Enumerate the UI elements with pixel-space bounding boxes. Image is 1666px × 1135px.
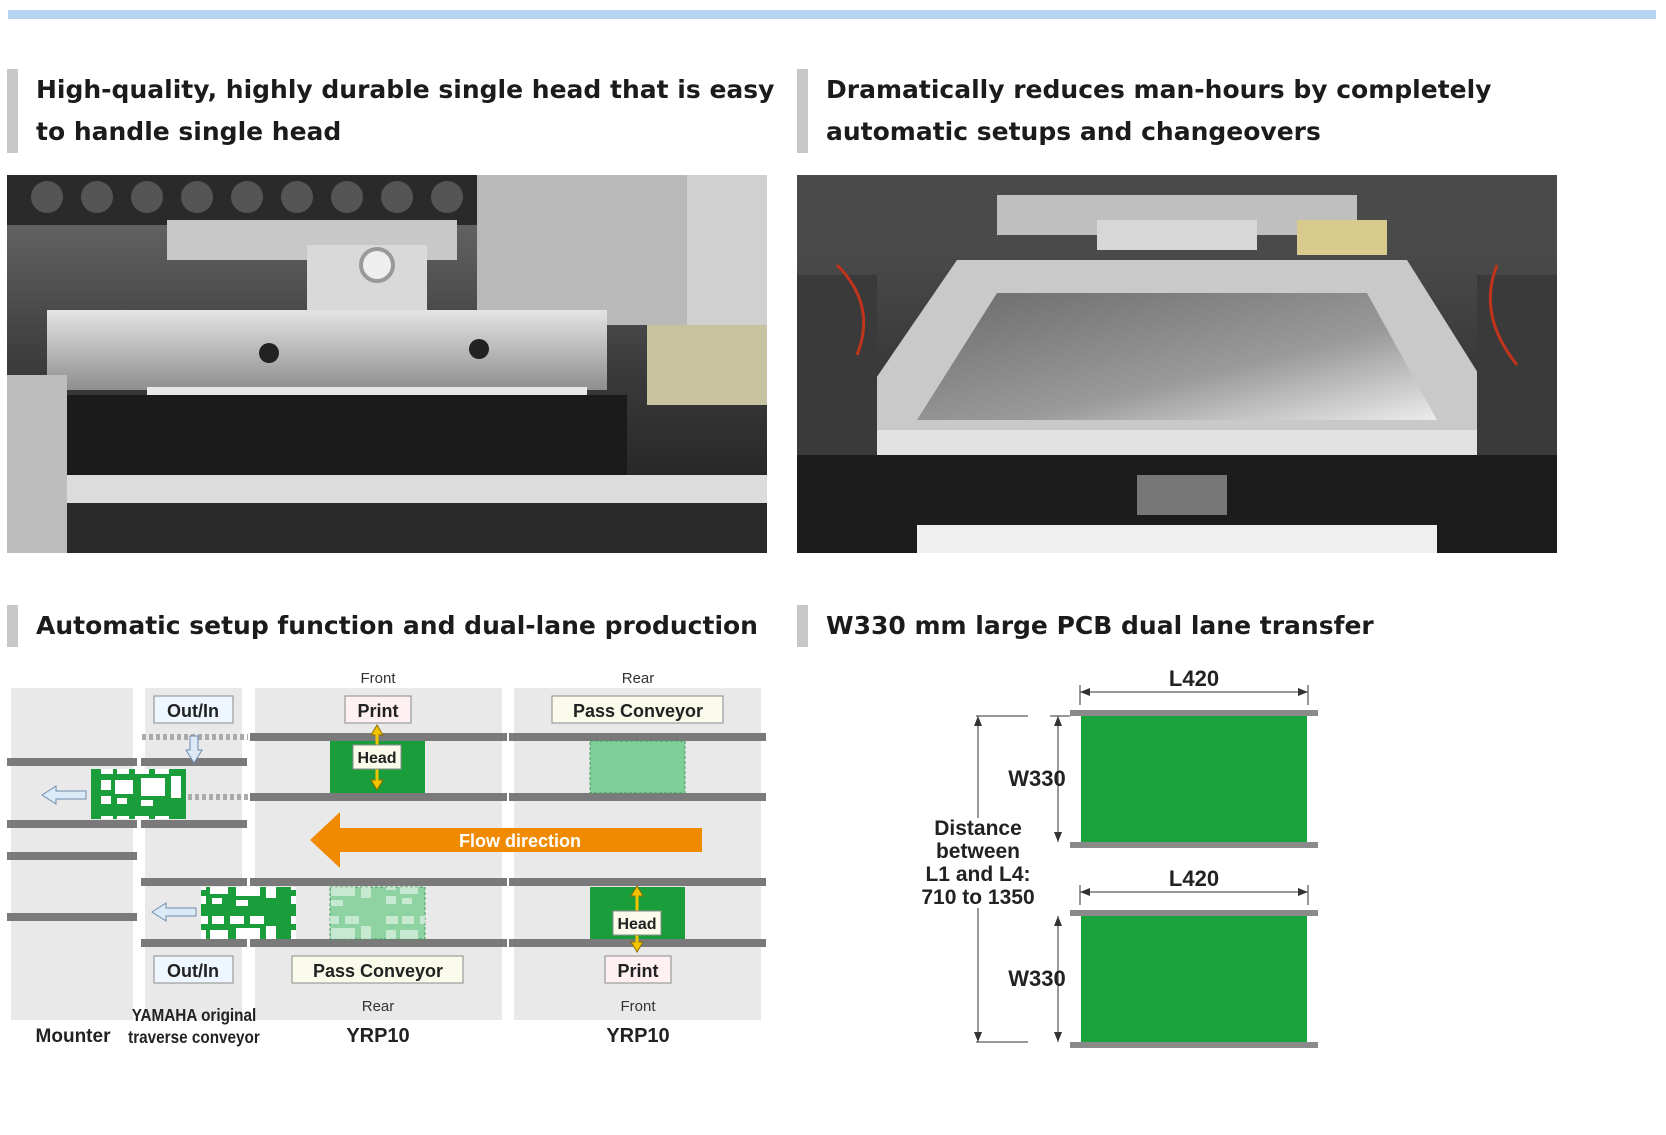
lane-flow-direction: Flow direction — [459, 831, 581, 851]
section-title-dual-lane-production: Automatic setup function and dual-lane p… — [7, 605, 796, 647]
lane-print-top: Print — [357, 701, 398, 721]
dual-lane-diagram: Front Rear Out/In Print Pass Conveyor He… — [7, 670, 766, 1047]
lane-yrp10-right: YRP10 — [606, 1025, 669, 1047]
section-title-single-head: High-quality, highly durable single head… — [7, 69, 796, 153]
pcb-l420-bottom: L420 — [1169, 866, 1219, 891]
lane-mounter: Mounter — [36, 1026, 112, 1047]
pcb-w330-top: W330 — [1008, 766, 1065, 791]
lane-head-left: Head — [357, 750, 396, 767]
pcb-l420-top: L420 — [1169, 666, 1219, 691]
section-title-w330-transfer: W330 mm large PCB dual lane transfer — [797, 605, 1586, 647]
lane-yamaha-line1: YAMAHA original — [132, 1005, 257, 1025]
pcb-distance-line2: between — [936, 840, 1020, 863]
pcb-distance-line4: 710 to 1350 — [921, 886, 1034, 909]
lane-out-in-bottom: Out/In — [167, 961, 219, 981]
section-title-automatic-setups: Dramatically reduces man-hours by comple… — [797, 69, 1586, 153]
lane-out-in-top: Out/In — [167, 701, 219, 721]
lane-front-top: Front — [360, 670, 396, 687]
pcb-distance-line3: L1 and L4: — [925, 863, 1030, 886]
lane-pass-conveyor-bottom: Pass Conveyor — [313, 961, 443, 981]
lane-front-bottom: Front — [620, 998, 656, 1015]
lane-print-bottom: Print — [617, 961, 658, 981]
lane-yamaha-line2: traverse conveyor — [128, 1027, 260, 1047]
lane-yrp10-left: YRP10 — [346, 1025, 409, 1047]
lane-pass-conveyor-top: Pass Conveyor — [573, 701, 703, 721]
photo-single-head — [7, 175, 767, 553]
top-accent-rule — [8, 10, 1656, 19]
pcb-dimension-diagram: L420 W330 L420 W330 Distance between L1 … — [912, 666, 1318, 1048]
pcb-w330-bottom: W330 — [1008, 966, 1065, 991]
photo-automatic-changeover — [797, 175, 1557, 553]
lane-rear-top: Rear — [622, 670, 655, 687]
lane-head-right: Head — [617, 916, 656, 933]
pcb-distance-line1: Distance — [934, 817, 1022, 840]
lane-rear-bottom: Rear — [362, 998, 395, 1015]
